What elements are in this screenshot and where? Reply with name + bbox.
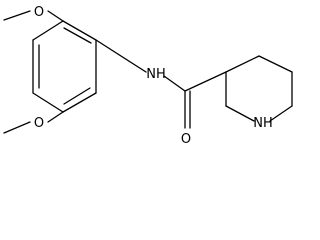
bond-o-bottom-methyl xyxy=(3,121,31,134)
bond-ring-a3 xyxy=(62,92,97,113)
bond-nh-carbonyl xyxy=(163,75,186,92)
bond-ring-double-2 xyxy=(63,87,91,105)
bond-carbonyl-piperidine xyxy=(184,71,227,92)
bond-ring-o-bottom xyxy=(47,111,64,123)
atom-labels: O O NH O NH xyxy=(34,5,273,147)
bond-pip-2 xyxy=(225,105,255,122)
bond-ring-double-1 xyxy=(63,27,92,44)
bond-pip-3 xyxy=(269,105,293,122)
atom-label-oxygen-carbonyl: O xyxy=(181,132,191,147)
bond-pip-5 xyxy=(258,55,293,73)
bond-ring-nh xyxy=(95,39,147,73)
bond-ring-a4 xyxy=(32,92,64,113)
molecule-structure: O O NH O NH xyxy=(3,5,293,147)
bond-pip-6 xyxy=(225,55,260,73)
bond-o-top-ring xyxy=(47,10,64,22)
bond-lines xyxy=(3,10,293,134)
atom-label-ring-nh: NH xyxy=(253,116,273,131)
atom-label-oxygen-top: O xyxy=(34,5,44,20)
bond-ring-a1 xyxy=(62,20,97,41)
atom-label-amide-nh: NH xyxy=(146,67,166,82)
bond-methyl-o-top xyxy=(3,10,31,21)
bond-ring-a6 xyxy=(32,20,64,41)
atom-label-oxygen-bottom: O xyxy=(34,116,44,131)
